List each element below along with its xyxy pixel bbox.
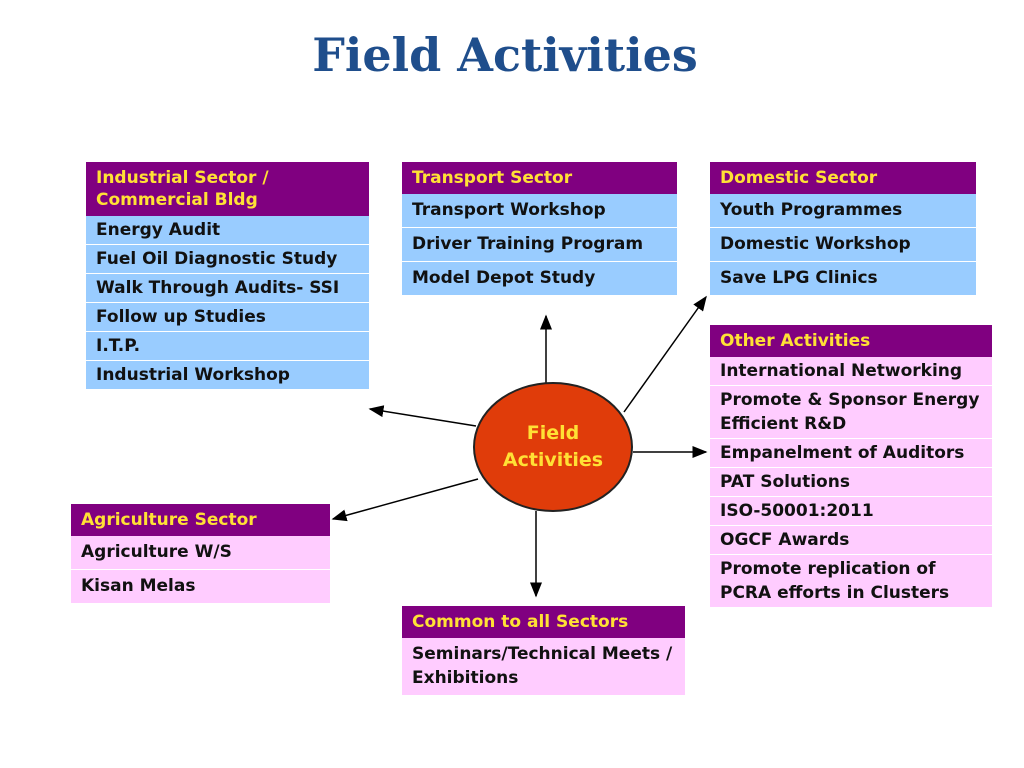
domestic-sector-header: Domestic Sector bbox=[710, 162, 976, 194]
common-sectors-box: Common to all Sectors Seminars/Technical… bbox=[402, 606, 685, 695]
list-item: Domestic Workshop bbox=[710, 228, 976, 262]
list-item: Kisan Melas bbox=[71, 570, 330, 603]
list-item: PAT Solutions bbox=[710, 468, 992, 497]
list-item: Promote & Sponsor Energy Efficient R&D bbox=[710, 386, 992, 439]
industrial-sector-box: Industrial Sector / Commercial Bldg Ener… bbox=[86, 162, 369, 389]
arrow-to-industrial bbox=[368, 405, 477, 427]
agriculture-sector-header: Agriculture Sector bbox=[71, 504, 330, 536]
transport-sector-box: Transport Sector Transport Workshop Driv… bbox=[402, 162, 677, 295]
list-item: Empanelment of Auditors bbox=[710, 439, 992, 468]
list-item: Follow up Studies bbox=[86, 303, 369, 332]
list-item: Walk Through Audits- SSI bbox=[86, 274, 369, 303]
hub-label-line2: Activities bbox=[502, 449, 604, 471]
list-item: I.T.P. bbox=[86, 332, 369, 361]
industrial-sector-header: Industrial Sector / Commercial Bldg bbox=[86, 162, 369, 216]
page-title: Field Activities bbox=[312, 28, 698, 82]
domestic-sector-box: Domestic Sector Youth Programmes Domesti… bbox=[710, 162, 976, 295]
list-item: OGCF Awards bbox=[710, 526, 992, 555]
list-item: Transport Workshop bbox=[402, 194, 677, 228]
list-item: Fuel Oil Diagnostic Study bbox=[86, 245, 369, 274]
list-item: Save LPG Clinics bbox=[710, 262, 976, 295]
arrow-to-domestic bbox=[623, 295, 707, 413]
list-item: Agriculture W/S bbox=[71, 536, 330, 570]
list-item: Driver Training Program bbox=[402, 228, 677, 262]
list-item: Youth Programmes bbox=[710, 194, 976, 228]
other-activities-header: Other Activities bbox=[710, 325, 992, 357]
list-item: Industrial Workshop bbox=[86, 361, 369, 389]
field-activities-hub: Field Activities bbox=[473, 382, 633, 512]
transport-sector-header: Transport Sector bbox=[402, 162, 677, 194]
list-item: International Networking bbox=[710, 357, 992, 386]
list-item: Energy Audit bbox=[86, 216, 369, 245]
hub-label-line1: Field bbox=[526, 422, 580, 444]
list-item: Model Depot Study bbox=[402, 262, 677, 295]
common-sectors-header: Common to all Sectors bbox=[402, 606, 685, 638]
list-item: ISO-50001:2011 bbox=[710, 497, 992, 526]
list-item: Seminars/Technical Meets / Exhibitions bbox=[402, 638, 685, 695]
arrow-to-agriculture bbox=[331, 478, 479, 522]
agriculture-sector-box: Agriculture Sector Agriculture W/S Kisan… bbox=[71, 504, 330, 603]
list-item: Promote replication of PCRA efforts in C… bbox=[710, 555, 992, 607]
other-activities-box: Other Activities International Networkin… bbox=[710, 325, 992, 607]
